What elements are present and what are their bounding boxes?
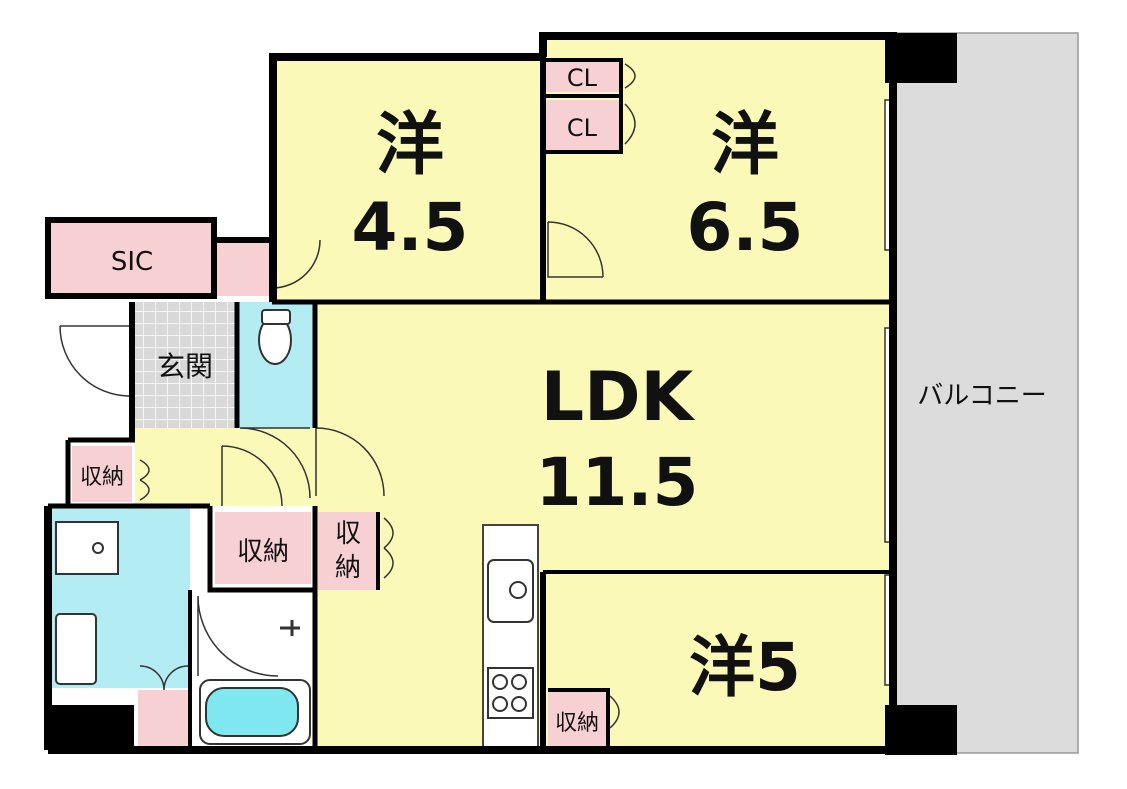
sic-storage (50, 220, 214, 296)
burner-3 (492, 696, 508, 712)
shuno-vertical-bottom: 納 (335, 553, 361, 583)
shuno-vertical-top: 収 (335, 519, 361, 549)
washer-drain (92, 542, 104, 554)
balcony-label: バルコニー (917, 381, 1046, 411)
balcony (892, 32, 1079, 754)
pillar-bottom-right (885, 705, 957, 755)
entrance-floor (135, 302, 235, 428)
western-5-label: 洋5 (689, 629, 801, 706)
western-45-kanji: 洋 (376, 106, 444, 185)
shuno-western5-box (548, 690, 606, 748)
pillar-bottom-left (48, 705, 134, 753)
cl-top-label: CL (567, 64, 598, 92)
burner-4 (511, 696, 527, 712)
cl-bottom-box (543, 100, 621, 152)
sink-drain (509, 581, 527, 599)
pink-small-2 (138, 690, 188, 750)
walls (44, 32, 897, 754)
pillar-top-right (885, 33, 957, 83)
shuno-hall-box (215, 512, 311, 584)
burner-2 (511, 674, 527, 690)
sic-label: SIC (111, 247, 153, 277)
shuno-entrance-box (72, 446, 132, 502)
shuno-hall-label: 収納 (237, 537, 289, 567)
room-western-45 (273, 57, 543, 302)
western-45-size: 4.5 (352, 189, 469, 266)
shower (280, 620, 300, 636)
toilet-tank (261, 309, 291, 325)
cl-top-box (543, 60, 621, 92)
hallway (135, 428, 315, 506)
stove (487, 667, 534, 719)
western-65-size: 6.5 (687, 189, 804, 266)
cl-bottom-label: CL (567, 114, 598, 142)
pink-small-1 (214, 240, 272, 296)
ldk-name: LDK (541, 358, 696, 437)
ldk-size: 11.5 (536, 444, 699, 521)
shuno-vertical-box (318, 512, 378, 590)
washing-machine (55, 521, 119, 575)
shuno-entrance-label: 収納 (80, 465, 124, 490)
burner-1 (492, 674, 508, 690)
shuno-western5-label: 収納 (555, 711, 599, 736)
western-65-kanji: 洋 (711, 106, 779, 185)
washbasin (55, 613, 97, 685)
entrance-label: 玄関 (157, 350, 213, 383)
bathtub-inner (205, 687, 299, 737)
